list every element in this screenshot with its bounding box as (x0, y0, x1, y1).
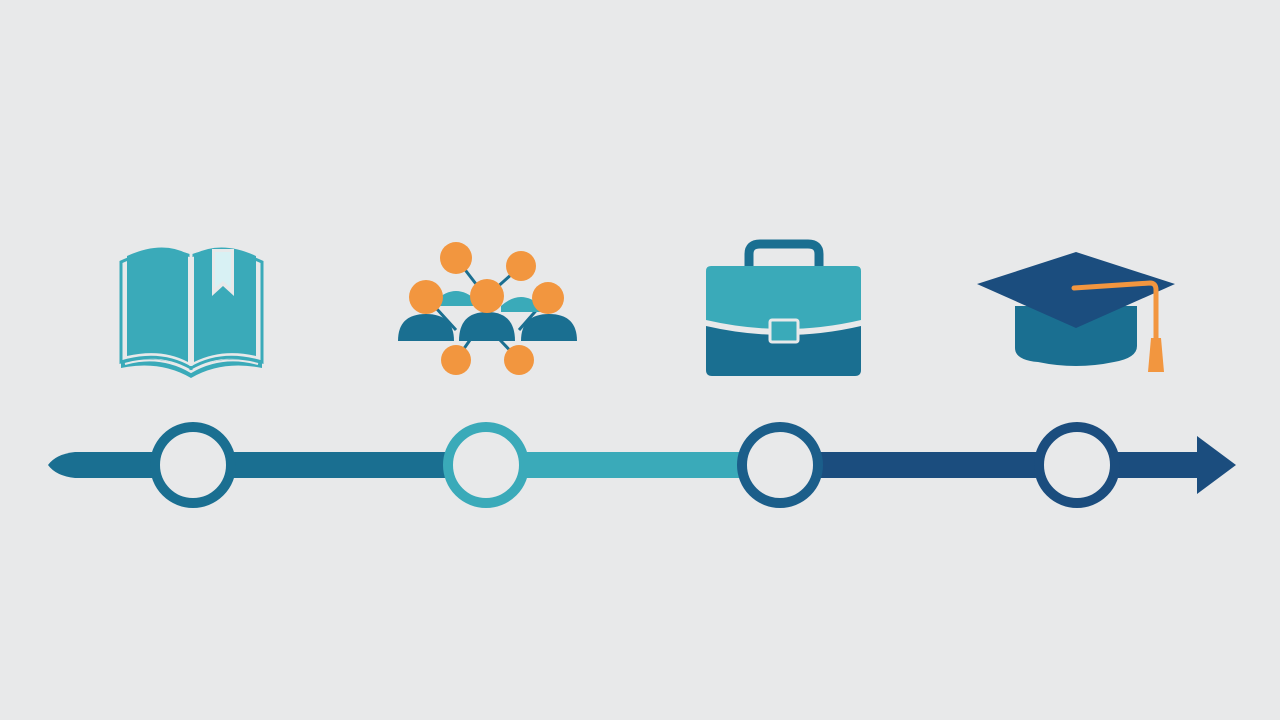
timeline-node-2 (443, 422, 529, 508)
timeline-node-4 (1034, 422, 1120, 508)
track-segment-3 (485, 452, 780, 478)
track-segment-2 (195, 452, 485, 478)
track-segment-4 (780, 452, 1078, 478)
arrowhead-right (1197, 436, 1236, 494)
timeline-node-1 (150, 422, 236, 508)
people-network-icon (398, 242, 577, 375)
briefcase-icon (705, 239, 862, 376)
open-book-icon (119, 247, 264, 378)
graduation-cap-icon (977, 252, 1175, 372)
timeline-node-3 (737, 422, 823, 508)
timeline-nodes (150, 422, 1120, 508)
